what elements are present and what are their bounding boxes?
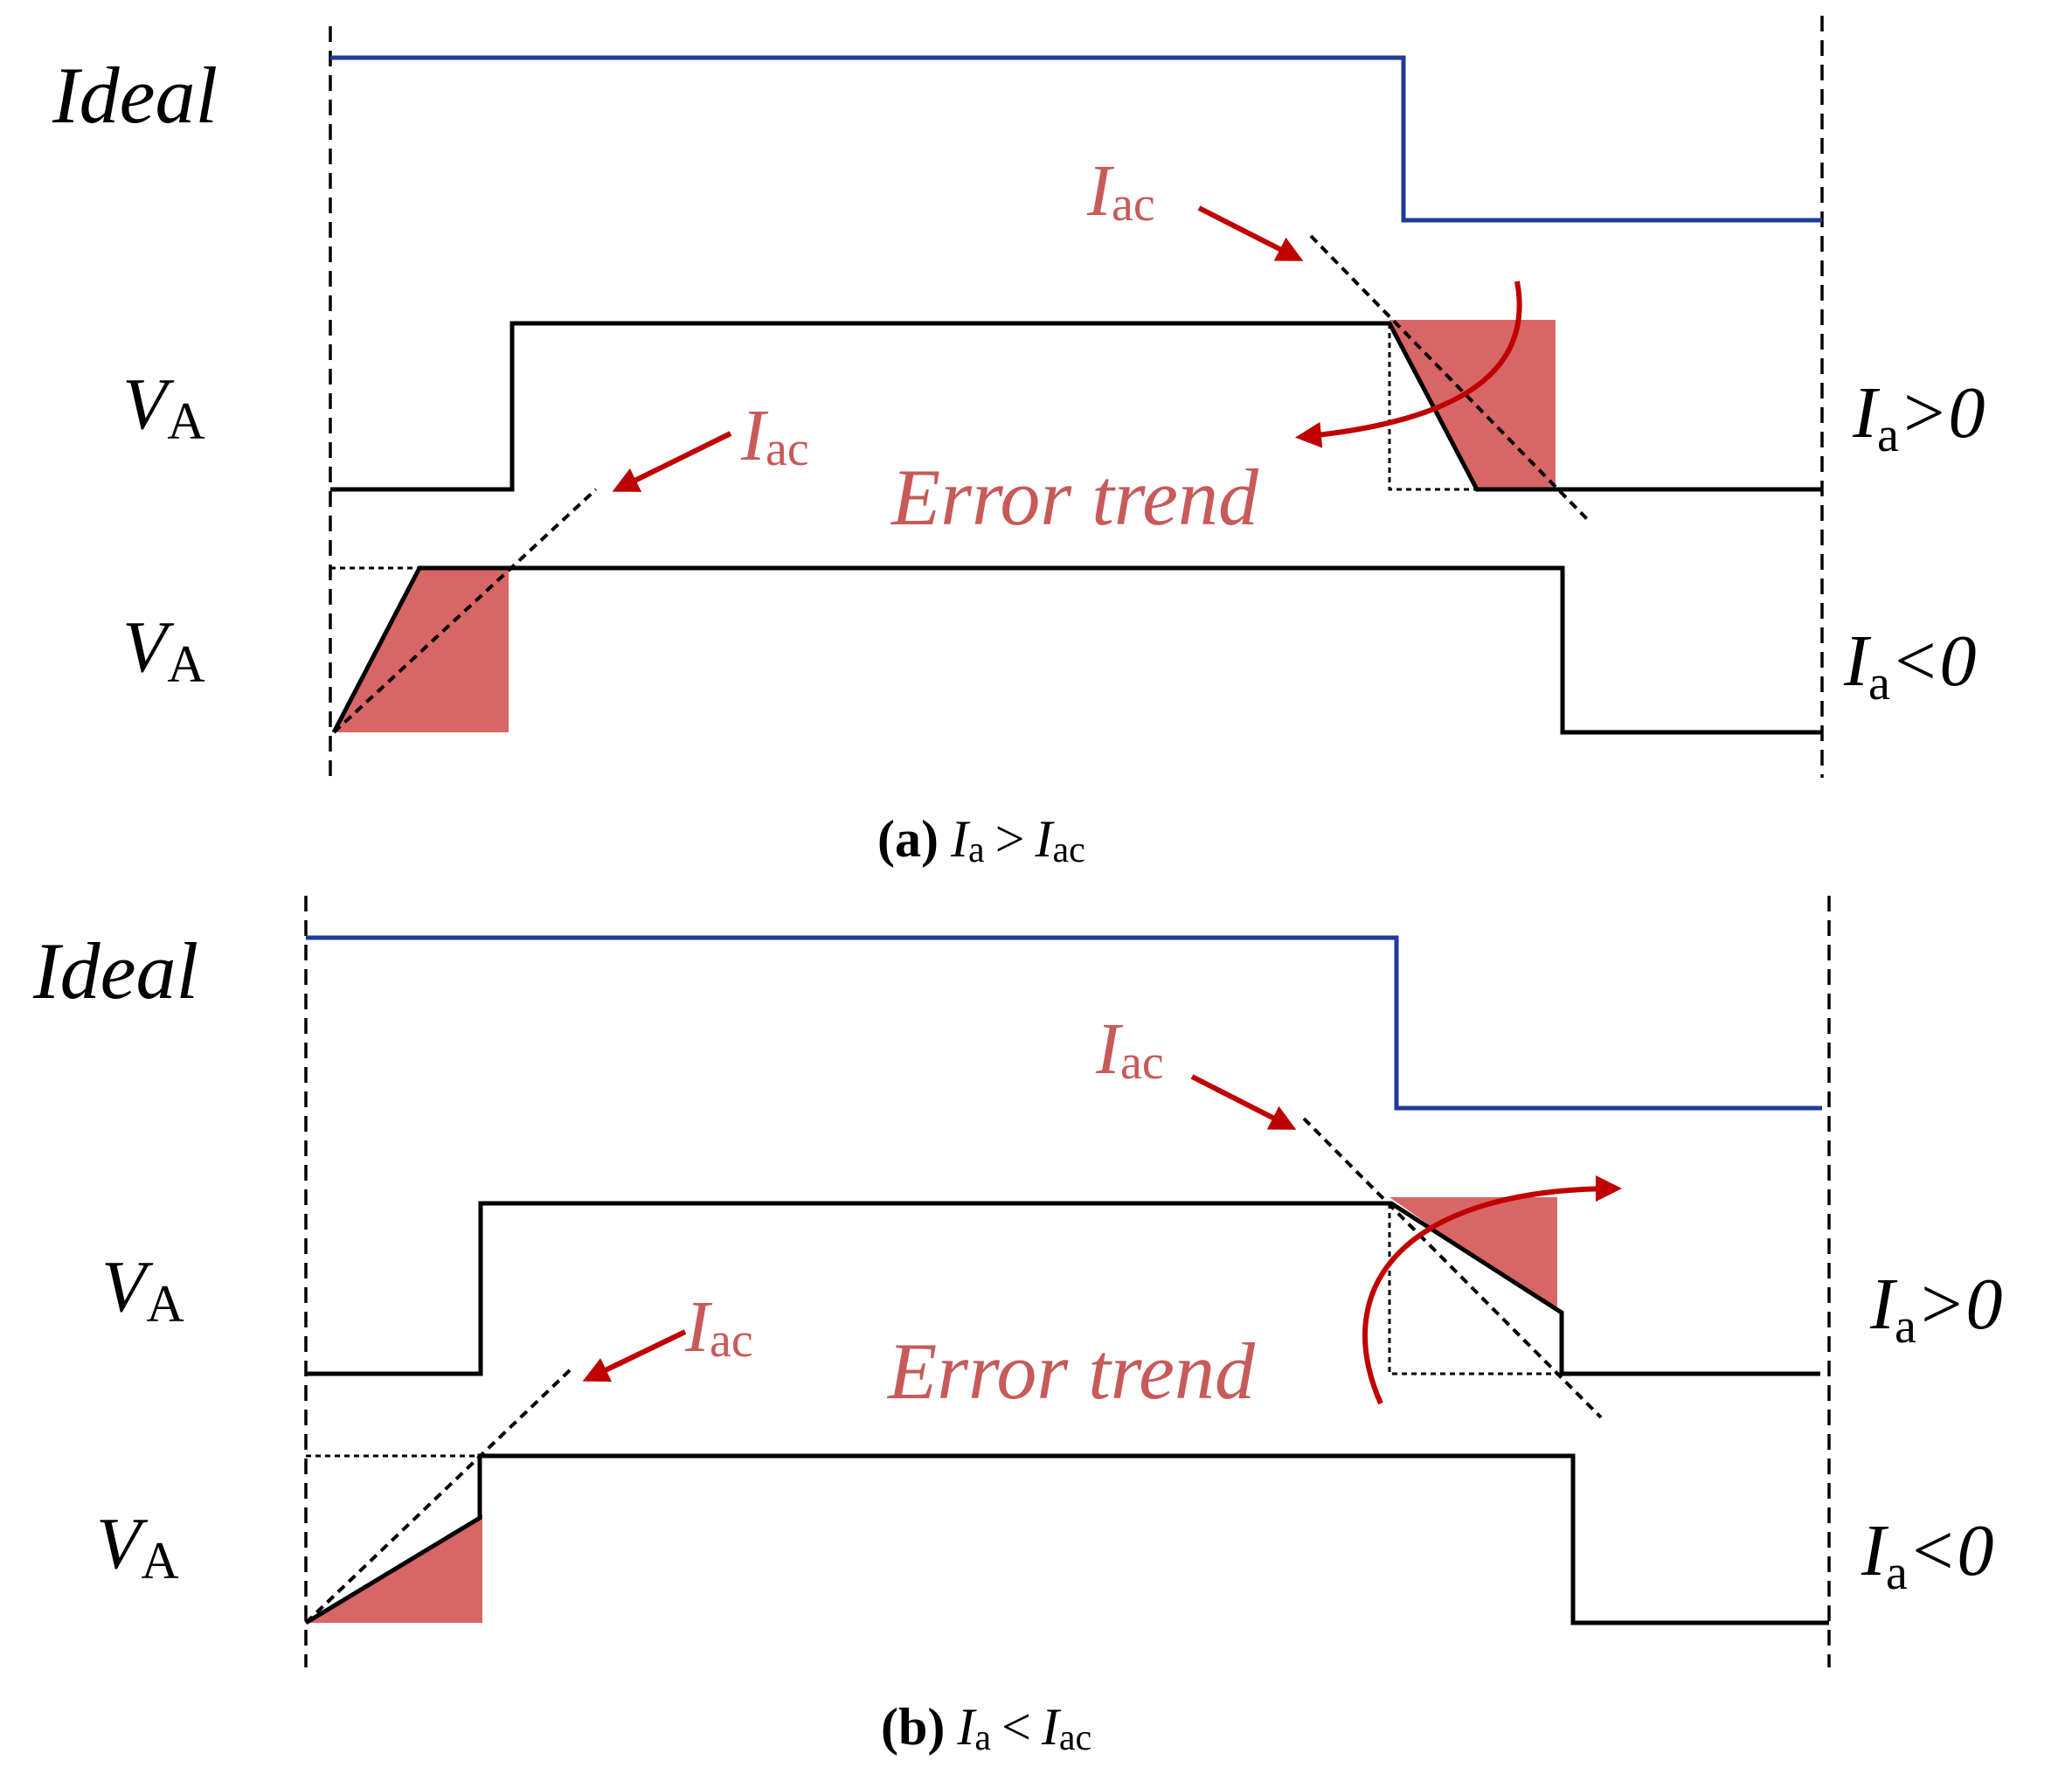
iac-slope-line-lower bbox=[304, 1369, 572, 1625]
iac-arrow-upper bbox=[1190, 1074, 1297, 1130]
error-trend-label: Error trend bbox=[890, 453, 1259, 542]
iac-arrow-upper bbox=[1197, 205, 1304, 261]
ia-condition-positive: Ia>0 bbox=[1852, 372, 1985, 462]
error-trend-arrow bbox=[1362, 1175, 1622, 1405]
iac-arrow-lower bbox=[582, 1329, 687, 1382]
va-label-lower: VA bbox=[122, 606, 205, 693]
error-trend-label: Error trend bbox=[886, 1327, 1256, 1416]
caption-a: (a)Ia>Iac bbox=[877, 810, 1085, 870]
va-waveform-ia-positive bbox=[330, 321, 1822, 492]
ia-condition-negative: Ia<0 bbox=[1843, 620, 1977, 710]
panel-a: Ideal VA VA Iac Iac Error trend Ia>0 Ia<… bbox=[52, 16, 1985, 870]
iac-arrow-lower bbox=[612, 431, 732, 492]
ideal-label: Ideal bbox=[32, 926, 198, 1015]
iac-label-lower: Iac bbox=[740, 395, 809, 476]
caption-b: (b)Ia<Iac bbox=[881, 1698, 1091, 1758]
ia-condition-negative: Ia<0 bbox=[1861, 1510, 1994, 1600]
error-region-a-upper bbox=[1389, 320, 1556, 489]
ideal-waveform bbox=[306, 935, 1822, 1111]
va-waveform-ia-positive bbox=[306, 1201, 1820, 1376]
va-waveform-ia-negative bbox=[304, 1453, 1829, 1625]
iac-slope-line-upper bbox=[1302, 1117, 1603, 1419]
ideal-waveform bbox=[330, 55, 1822, 223]
iac-slope-line-upper bbox=[1309, 234, 1592, 524]
ia-condition-positive: Ia>0 bbox=[1869, 1264, 2003, 1354]
iac-label-upper: Iac bbox=[1095, 1008, 1164, 1090]
panel-b: Ideal VA VA Iac Iac Error trend Ia>0 Ia<… bbox=[32, 896, 2003, 1758]
error-trend-arrow bbox=[1295, 281, 1522, 448]
va-label-lower: VA bbox=[96, 1503, 179, 1590]
iac-label-lower: Iac bbox=[684, 1286, 753, 1368]
va-label-upper: VA bbox=[122, 364, 205, 450]
va-waveform-ia-negative bbox=[331, 565, 1822, 735]
iac-slope-line-lower bbox=[332, 488, 598, 734]
va-label-upper: VA bbox=[101, 1246, 184, 1333]
ideal-label: Ideal bbox=[52, 51, 218, 140]
ideal-edge-reference-upper bbox=[1388, 323, 1477, 491]
iac-label-upper: Iac bbox=[1086, 150, 1155, 232]
